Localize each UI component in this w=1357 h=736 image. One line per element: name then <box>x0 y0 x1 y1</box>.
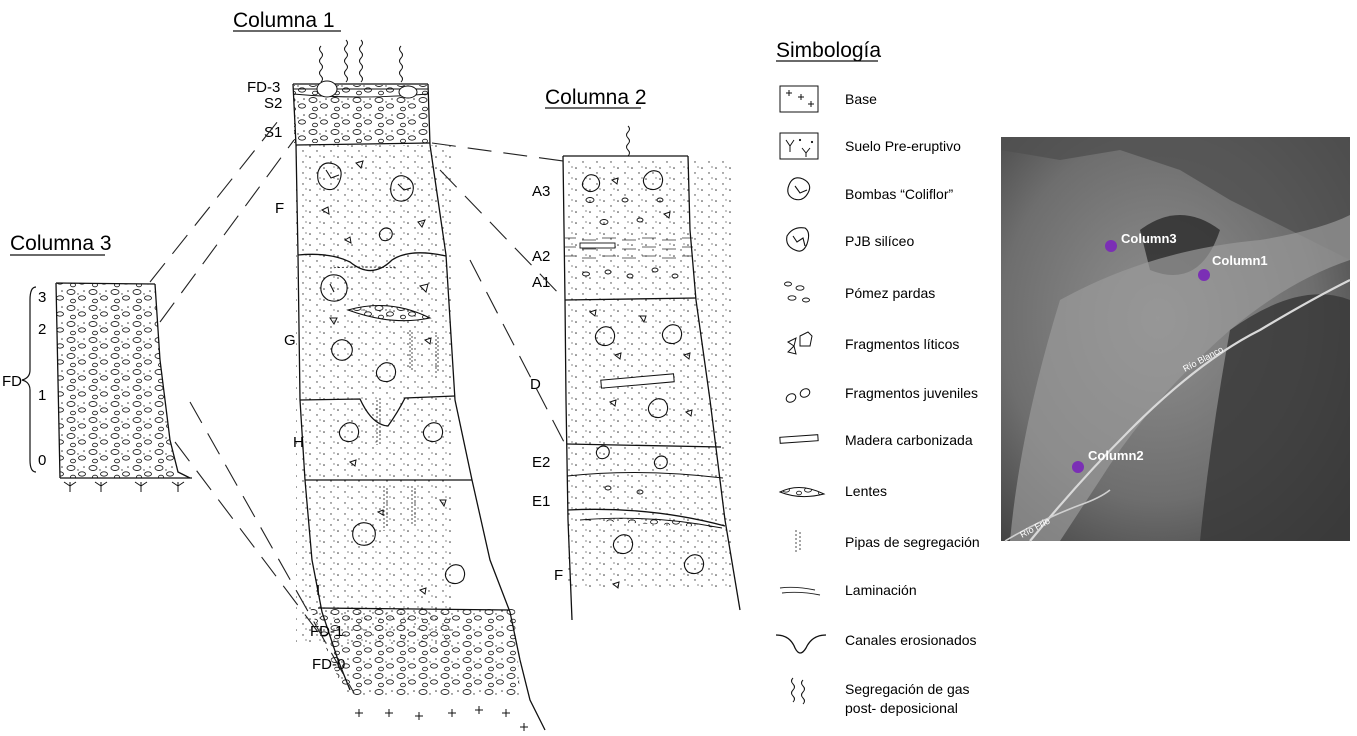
top-bomb <box>317 81 337 97</box>
eroded-channel-icon <box>776 635 826 653</box>
unit-label-a3: A3 <box>532 183 550 200</box>
soil-root-marks <box>64 482 184 492</box>
column-1-dotted-fill <box>296 145 456 645</box>
column-3: Columna 3 FD 3 2 1 0 <box>2 232 192 492</box>
map-label-column3: Column3 <box>1121 231 1177 246</box>
legend-label-canales: Canales erosionados <box>845 632 977 648</box>
gas-segregation-icon <box>792 678 805 704</box>
column-1-title: Columna 1 <box>233 9 335 32</box>
legend-label-segregacion-2: post- deposicional <box>845 700 958 716</box>
gas-segregation-pipe <box>627 126 630 156</box>
top-bomb <box>399 86 417 98</box>
map-point-column3[interactable] <box>1105 240 1117 252</box>
column-3-title: Columna 3 <box>10 232 112 255</box>
legend-label-pipas: Pipas de segregación <box>845 534 980 550</box>
legend-label-liticos: Fragmentos líticos <box>845 336 959 352</box>
unit-label-e1: E1 <box>532 493 550 510</box>
level-label-0: 0 <box>38 452 46 469</box>
legend-title: Simbología <box>776 39 881 62</box>
gas-segregation-pipes <box>320 40 403 82</box>
map-label-column1: Column1 <box>1212 253 1268 268</box>
column-2: Columna 2 <box>530 86 740 620</box>
legend-label-bombas: Bombas “Coliflor” <box>845 186 953 202</box>
unit-label-fd1: FD-1 <box>310 623 343 640</box>
legend-label-suelo: Suelo Pre-eruptivo <box>845 138 961 154</box>
siliceous-pjb-icon <box>787 228 809 251</box>
legend-label-madera: Madera carbonizada <box>845 432 973 448</box>
legend-label-juveniles: Fragmentos juveniles <box>845 385 978 401</box>
unit-label-g: G <box>284 332 296 349</box>
level-label-3: 3 <box>38 289 46 306</box>
juvenile-fragments-icon <box>785 387 812 404</box>
column-1: Columna 1 <box>233 9 545 731</box>
location-map: Column3 Column1 Column2 Río Blanco Río F… <box>1001 137 1350 541</box>
correlation-line-c3-top-a <box>150 116 282 282</box>
unit-label-i: I <box>316 582 320 599</box>
level-label-1: 1 <box>38 387 46 404</box>
legend-label-laminacion: Laminación <box>845 582 917 598</box>
map-point-column1[interactable] <box>1198 269 1210 281</box>
lens-icon <box>780 487 824 496</box>
brown-pumice-icon <box>785 282 810 302</box>
legend-label-pjb: PJB silíceo <box>845 233 914 249</box>
legend-label-pomez: Pómez pardas <box>845 285 935 301</box>
base-crosses <box>355 706 528 731</box>
legend: Simbología <box>776 39 980 716</box>
legend-label-base: Base <box>845 91 877 107</box>
unit-label-e2: E2 <box>532 454 550 471</box>
map-point-column2[interactable] <box>1072 461 1084 473</box>
correlation-line-c3-top-b <box>160 140 294 322</box>
unit-label-a2: A2 <box>532 248 550 265</box>
fd-brace <box>22 287 36 472</box>
column-2-title: Columna 2 <box>545 86 647 109</box>
column-3-fill <box>56 283 178 478</box>
legend-label-segregacion: Segregación de gas <box>845 681 970 697</box>
map-label-column2: Column2 <box>1088 448 1144 463</box>
fd-label: FD <box>2 373 22 390</box>
correlation-line-c2-b <box>470 260 565 444</box>
legend-label-lentes: Lentes <box>845 483 887 499</box>
lamination-icon <box>780 587 820 595</box>
unit-label-fd0: FD-0 <box>312 656 345 673</box>
unit-label-s2: S2 <box>264 95 282 112</box>
unit-a2-lamination <box>565 236 693 264</box>
lithic-fragments-icon <box>788 332 812 354</box>
unit-label-h: H <box>293 434 304 451</box>
cauliflower-bomb-icon <box>788 178 810 200</box>
charred-wood-icon <box>780 435 818 444</box>
unit-fd-fill <box>310 608 520 695</box>
unit-label-fd3: FD-3 <box>247 79 280 96</box>
segregation-pipe-icon <box>796 530 800 552</box>
base-cross-icon <box>780 86 818 112</box>
unit-label-d: D <box>530 376 541 393</box>
unit-label-f: F <box>275 200 284 217</box>
contact-s1-f <box>296 143 430 145</box>
charred-wood <box>580 243 615 248</box>
level-label-2: 2 <box>38 321 46 338</box>
unit-label-f2: F <box>554 567 563 584</box>
soil-roots-icon <box>780 133 818 159</box>
